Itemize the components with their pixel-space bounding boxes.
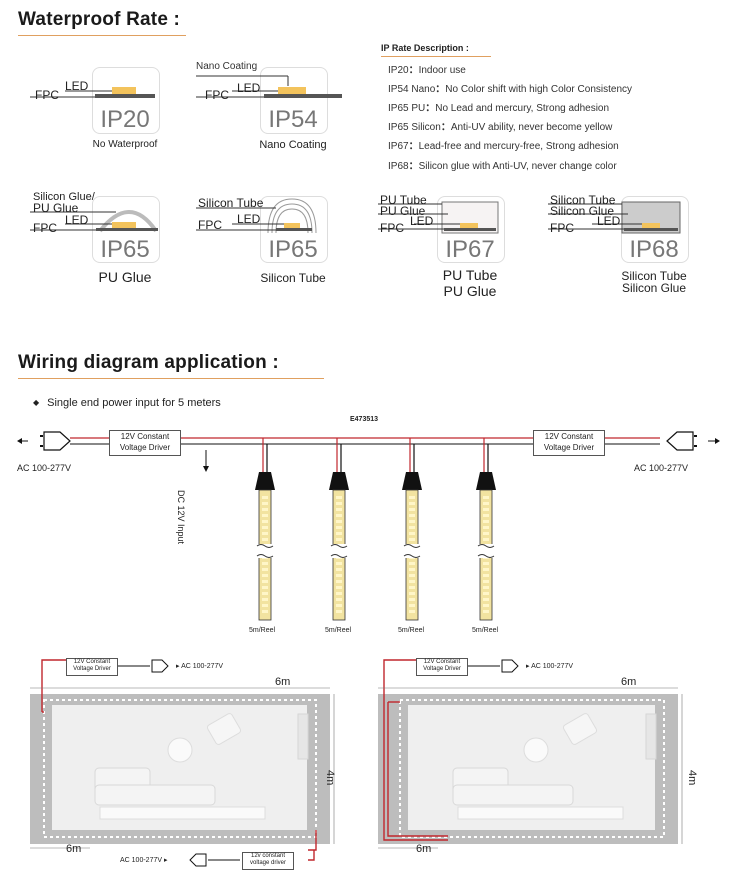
ip54-diagram: [196, 75, 342, 98]
reel-label: 5m/Reel: [398, 627, 425, 634]
ip-caption: Nano Coating: [259, 139, 327, 151]
room-left-ac-top: ▸ AC 100-277V: [176, 663, 224, 670]
tv-cabinet: [99, 806, 266, 820]
ip-desc-item: IP68：Silicon glue with Anti-UV, never ch…: [388, 161, 617, 172]
room-right-ac-top: ▸ AC 100-277V: [526, 663, 574, 670]
ip-code: IP65: [100, 236, 150, 263]
plug-right-icon: [666, 431, 720, 451]
fpc-label: FPC: [380, 221, 404, 235]
led-label: LED: [410, 214, 434, 228]
reel-label: 5m/Reel: [472, 627, 499, 634]
coating-label: Nano Coating: [196, 61, 258, 72]
ip65-pu-diagram: [30, 210, 158, 233]
room-right-bottom: 6m: [416, 843, 432, 855]
coffee-table: [167, 737, 193, 763]
fpc-label: FPC: [33, 221, 57, 235]
room-left-height: 4m: [324, 770, 336, 786]
led-strips: [255, 438, 496, 621]
fpc-label: FPC: [198, 218, 222, 232]
led-strip-4: [476, 438, 496, 621]
fpc-label: FPC: [550, 221, 574, 235]
fpc-label: FPC: [205, 88, 229, 102]
ip-code: IP68: [629, 236, 679, 263]
ip68-diagram: [548, 201, 681, 234]
ip-caption-2: PU Glue: [443, 283, 497, 299]
led-label: LED: [237, 81, 261, 95]
ip-caption: PU Glue: [98, 269, 152, 285]
ac-label-left: AC 100-277V: [17, 463, 72, 473]
section-title-waterproof: Waterproof Rate :: [18, 9, 181, 30]
ip-caption: No Waterproof: [92, 139, 158, 150]
ip-desc-item: IP67：Lead-free and mercury-free, Strong …: [388, 141, 619, 152]
glue-label-2: PU Glue: [33, 201, 79, 215]
ip-caption: Silicon Tube: [260, 271, 326, 285]
led-chip: [112, 87, 136, 94]
coffee-table: [523, 737, 549, 763]
reel-label: 5m/Reel: [249, 627, 276, 634]
armchair: [206, 713, 242, 745]
led-label: LED: [65, 79, 89, 93]
led-label: LED: [237, 212, 261, 226]
room-left-width: 6m: [275, 676, 291, 688]
tube-label: Silicon Tube: [198, 196, 264, 210]
title-underline: [18, 35, 186, 36]
ip67-diagram: [378, 201, 499, 234]
glue-label: PU Glue: [380, 204, 426, 218]
ip65-tube-diagram: [196, 198, 317, 234]
tube-label: Silicon Tube: [550, 193, 616, 207]
armchair: [562, 713, 598, 745]
fpc-label: FPC: [35, 88, 59, 102]
plug-left-icon: [17, 431, 71, 451]
ip-caption-1: PU Tube: [442, 267, 498, 283]
bullet-text: ◆Single end power input for 5 meters: [33, 397, 221, 409]
led-label: LED: [65, 213, 89, 227]
title-underline: [18, 378, 324, 379]
section-title-wiring: Wiring diagram application :: [18, 352, 279, 373]
ip-code: IP20: [100, 106, 150, 133]
dc-input-label: DC 12V Input: [176, 490, 186, 545]
ip-description-title: IP Rate Description :: [381, 43, 469, 53]
tube-label: PU Tube: [380, 193, 427, 207]
ip-desc-item: IP65 PU：No Lead and mercury, Strong adhe…: [388, 103, 610, 114]
ip-desc-item: IP54 Nano：No Color shift with high Color…: [388, 84, 633, 95]
room-right-diagram: [378, 659, 683, 849]
ip-code: IP54: [268, 106, 318, 133]
ip-description-underline: [381, 56, 491, 57]
ac-label-right: AC 100-277V: [634, 463, 689, 473]
glue-label: Silicon Glue: [550, 204, 615, 218]
room-left-ac-bottom: AC 100-277V ▸: [120, 857, 168, 864]
led-strip-outline: [399, 699, 665, 838]
ip-desc-item: IP20：Indoor use: [388, 65, 466, 76]
tv-cabinet: [457, 806, 624, 820]
ip-card-box: [92, 67, 160, 134]
led-strip-3: [402, 438, 422, 621]
ip-caption-1: Silicon Tube: [621, 269, 687, 283]
ip-desc-item: IP65 Silicon：Anti-UV ability, never beco…: [388, 122, 613, 133]
fpc-board: [95, 94, 155, 98]
bullet-icon: ◆: [33, 398, 40, 407]
led-strip-1: [255, 438, 275, 621]
ip20-diagram: [30, 87, 155, 98]
ip-caption-2: Silicon Glue: [621, 281, 687, 295]
room-left-diagram: [30, 659, 335, 867]
ip-card-box: [260, 67, 328, 134]
room-right-height: 4m: [686, 770, 698, 786]
ip-code: IP65: [268, 236, 318, 263]
room-left-bottom: 6m: [66, 843, 82, 855]
glue-label: Silicon Glue/: [33, 191, 95, 203]
ip-code: IP67: [445, 236, 495, 263]
led-strip-2: [329, 438, 349, 621]
cert-label: E473513: [350, 416, 379, 423]
reel-label: 5m/Reel: [325, 627, 352, 634]
room-right-width: 6m: [621, 676, 637, 688]
led-label: LED: [597, 214, 621, 228]
